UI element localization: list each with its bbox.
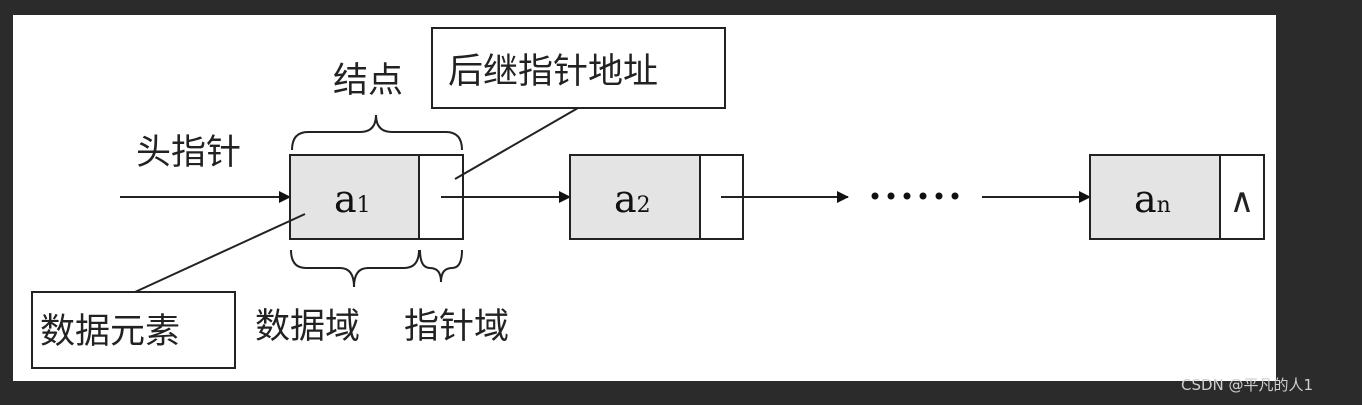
data-field-label: 数据域 bbox=[255, 307, 360, 347]
node-n-pointer-box bbox=[1219, 154, 1265, 240]
node-2-data-box bbox=[569, 154, 701, 240]
null-pointer-symbol: ∧ bbox=[1230, 181, 1255, 221]
node-1-data-box bbox=[289, 154, 420, 240]
data-field-brace bbox=[290, 249, 420, 288]
data-element-leader-line bbox=[134, 213, 306, 293]
pointer-field-label: 指针域 bbox=[404, 307, 509, 347]
node-2-value: a2 bbox=[614, 177, 651, 221]
ellipsis-dots bbox=[871, 192, 959, 200]
successor-leader-line bbox=[454, 107, 579, 180]
head-pointer-label: 头指针 bbox=[136, 133, 241, 173]
watermark: CSDN @平凡的人1 bbox=[1181, 376, 1314, 394]
node-brace bbox=[291, 114, 463, 151]
node-label: 结点 bbox=[333, 61, 403, 101]
data-element-box bbox=[31, 291, 236, 369]
node-n-data-box bbox=[1089, 154, 1221, 240]
successor-address-box bbox=[431, 27, 726, 109]
node-1-value: a1 bbox=[334, 177, 371, 221]
successor-address-label: 后继指针地址 bbox=[448, 52, 658, 92]
pointer-field-brace bbox=[419, 249, 463, 283]
node-n-value: an bbox=[1134, 177, 1171, 221]
data-element-label: 数据元素 bbox=[40, 312, 180, 352]
